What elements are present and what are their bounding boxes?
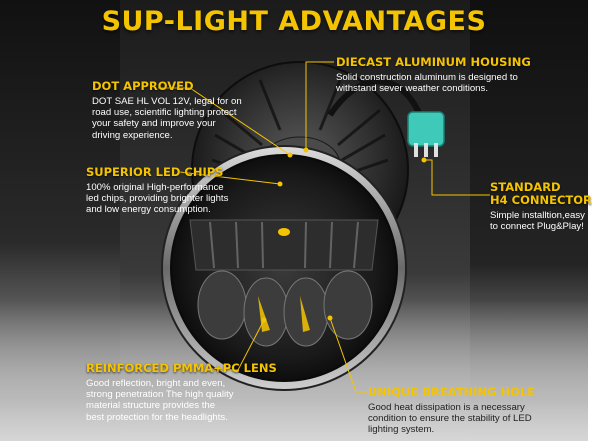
- feature-description: Good reflection, bright and even, strong…: [86, 378, 234, 423]
- lower-projectors: [197, 270, 373, 347]
- feature-title: DIECAST ALUMINUM HOUSING: [336, 55, 531, 69]
- feature-diecast-housing: DIECAST ALUMINUM HOUSING Solid construct…: [336, 55, 576, 95]
- feature-breathing-hole: UNIQUE BREATHING HOLE Good heat dissipat…: [368, 386, 583, 436]
- leader-lines: [158, 61, 490, 393]
- feature-title: SUPERIOR LED CHIPS: [86, 165, 224, 179]
- feature-title: REINFORCED PMMA+PC LENS: [86, 361, 277, 375]
- feature-description: Solid construction aluminum is designed …: [336, 72, 518, 95]
- feature-pmma-lens: REINFORCED PMMA+PC LENS Good reflection,…: [86, 361, 277, 423]
- feature-title: STANDARD H4 CONNECTOR: [490, 180, 592, 207]
- feature-description: Simple installtion,easy to connect Plug&…: [490, 210, 585, 233]
- feature-dot-approved: DOT APPROVED DOT SAE HL VOL 12V, legal f…: [92, 80, 277, 141]
- feature-h4-connector: STANDARD H4 CONNECTOR Simple installtion…: [490, 180, 592, 233]
- feature-title: UNIQUE BREATHING HOLE: [368, 385, 536, 399]
- page-title: SUP-LIGHT ADVANTAGES: [101, 6, 487, 37]
- feature-description: Good heat dissipation is a necessary con…: [368, 402, 532, 436]
- feature-description: 100% original High-performance led chips…: [86, 182, 229, 216]
- center-led: [278, 228, 290, 236]
- leader-dots: [261, 147, 427, 323]
- feature-led-chips: SUPERIOR LED CHIPS 100% original High-pe…: [86, 166, 261, 216]
- feature-title: DOT APPROVED: [92, 79, 194, 93]
- cable: [327, 78, 423, 117]
- h4-connector: [407, 111, 445, 157]
- feature-description: DOT SAE HL VOL 12V, legal for on road us…: [92, 96, 242, 141]
- reflector: [189, 219, 379, 271]
